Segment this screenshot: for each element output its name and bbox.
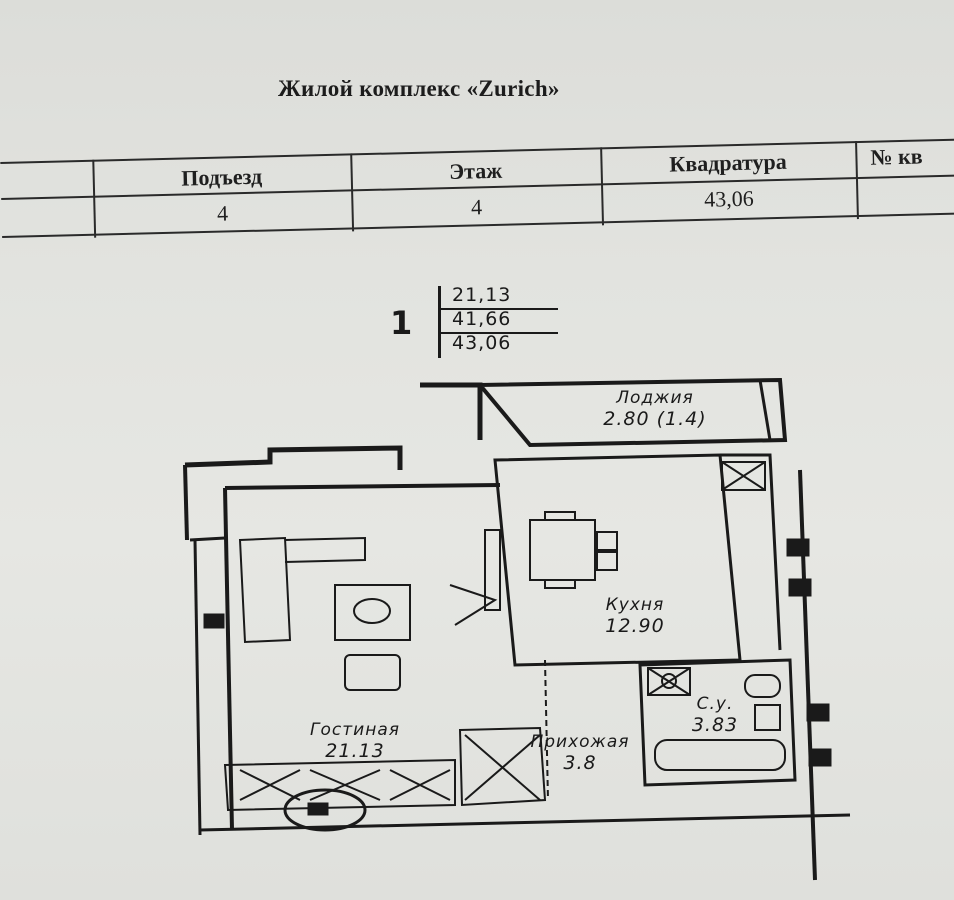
room-name: Лоджия: [616, 388, 694, 408]
apartment-area-summary: 1 21,13 41,66 43,06: [390, 282, 570, 372]
room-count: 1: [390, 304, 413, 342]
total-area: 43,06: [452, 332, 512, 354]
room-name: Гостиная: [310, 720, 400, 740]
room-kitchen: Кухня 12.90: [580, 595, 690, 637]
room-loggia: Лоджия 2.80 (1.4): [555, 388, 755, 430]
room-area: 21.13: [325, 740, 385, 762]
room-area: 12.90: [605, 615, 665, 637]
room-area: 2.80 (1.4): [603, 408, 707, 430]
room-area: 3.83: [691, 714, 739, 736]
room-area: 3.8: [563, 752, 597, 774]
room-hall: Прихожая 3.8: [510, 732, 650, 774]
document-title: Жилой комплекс «Zurich»: [278, 76, 560, 101]
room-name: Кухня: [605, 595, 665, 615]
room-living: Гостиная 21.13: [265, 720, 445, 762]
room-name: Прихожая: [530, 732, 630, 752]
room-bathroom: С.у. 3.83: [675, 694, 755, 736]
area-without-loggia: 41,66: [452, 308, 512, 330]
living-area: 21,13: [452, 284, 512, 306]
room-name: С.у.: [696, 694, 734, 714]
